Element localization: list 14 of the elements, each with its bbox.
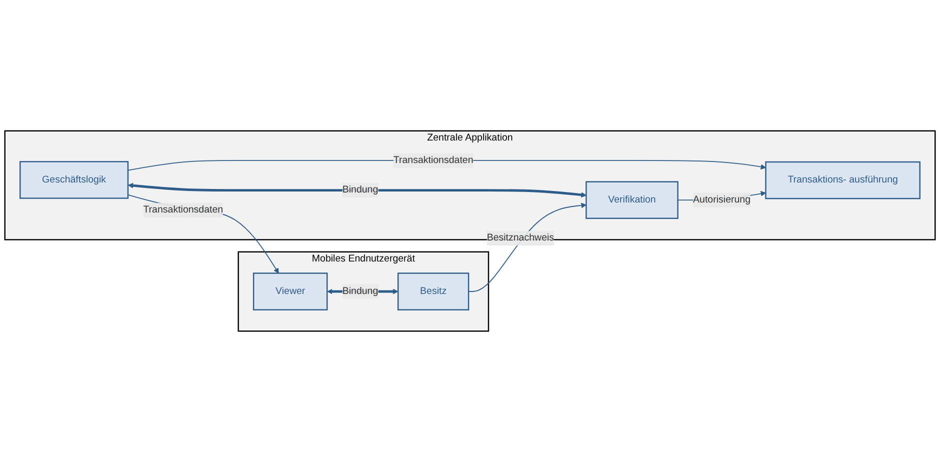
edge-label: Bindung: [342, 286, 378, 296]
node-box: Viewer: [252, 272, 328, 310]
node-box: Verifikation: [586, 180, 678, 218]
arrow: [128, 194, 279, 273]
edge-label: Autorisierung: [693, 194, 751, 204]
node-box: Transaktions- ausführung: [765, 160, 920, 199]
edge-label: Besitznachweis: [486, 232, 554, 243]
node-box: Geschäftslogik: [20, 160, 129, 198]
edge-label: Bindung: [342, 184, 378, 195]
arrow: [128, 182, 586, 198]
edge-label: Transaktionsdaten: [143, 204, 224, 214]
node-box: Besitz: [397, 272, 470, 310]
edge-label: Transaktionsdaten: [393, 154, 474, 165]
arrow: [468, 202, 586, 292]
